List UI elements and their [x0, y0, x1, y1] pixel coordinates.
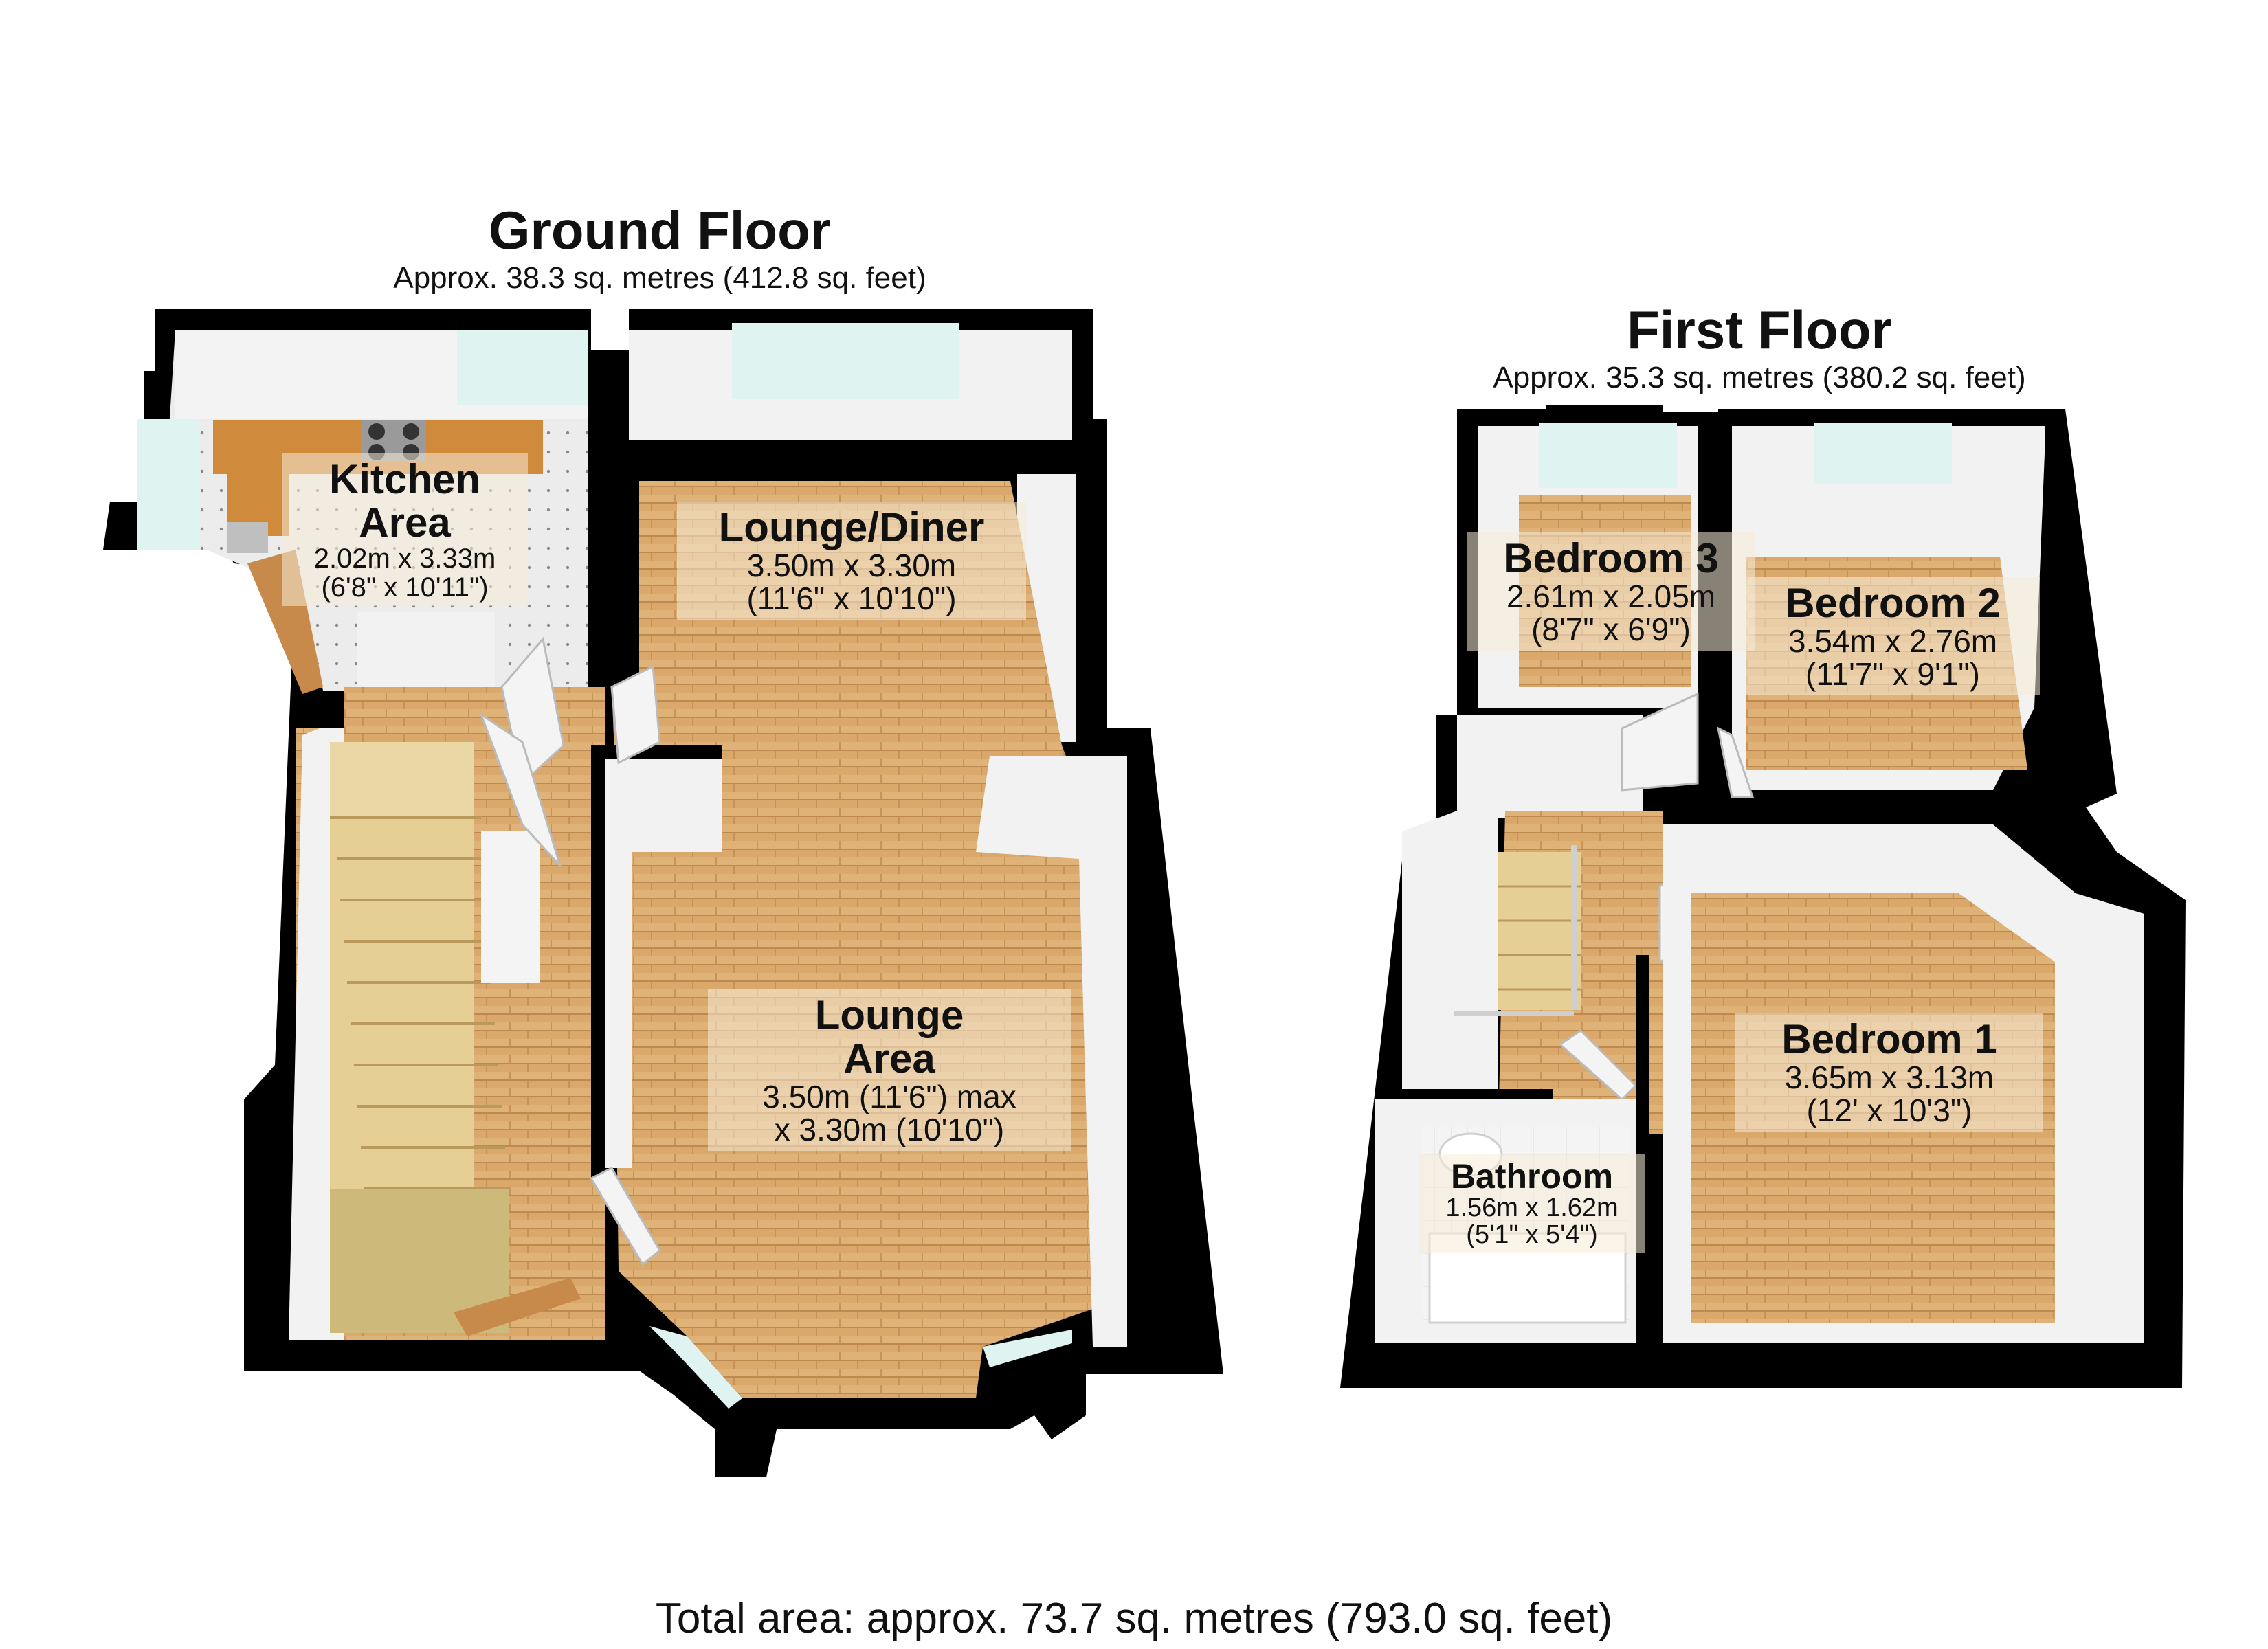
- room-name: Lounge/Diner: [718, 504, 985, 550]
- room-dimensions-metric: 3.54m x 2.76m: [1788, 623, 1998, 659]
- ground-stairs: [330, 742, 509, 1333]
- room-dimensions-line1: 3.50m (11'6") max: [762, 1079, 1016, 1114]
- hob-ring: [368, 423, 385, 440]
- bedroom2-label: Bedroom 2 3.54m x 2.76m (11'7" x 9'1"): [1746, 577, 2040, 695]
- bedroom3-label: Bedroom 3 2.61m x 2.05m (8'7" x 6'9"): [1467, 532, 1755, 651]
- room-name: Bedroom 2: [1785, 580, 2001, 626]
- lounge-bay-glass: [983, 1330, 1072, 1367]
- room-dimensions-imperial: (11'6" x 10'10"): [746, 581, 957, 617]
- room-name: Lounge: [814, 992, 964, 1038]
- room-dimensions-imperial: (6'8" x 10'11"): [321, 572, 489, 603]
- room-dimensions-imperial: (11'7" x 9'1"): [1805, 656, 1980, 693]
- lounge-right-wall: [976, 756, 1127, 1347]
- landing-door: [1621, 692, 1699, 792]
- landing-stairs: [1498, 852, 1581, 1010]
- room-dimensions-imperial: (12' x 10'3"): [1806, 1092, 1972, 1129]
- understairs-cupboard: [357, 612, 495, 687]
- room-dimensions-metric: 3.50m x 3.30m: [746, 548, 957, 583]
- front-door: [454, 1278, 581, 1336]
- ground-floor-plan: [103, 309, 1223, 1477]
- ground-floor-title: Ground Floor: [488, 200, 832, 260]
- room-dimensions-line2: x 3.30m (10'10"): [774, 1112, 1005, 1148]
- room-dimensions-imperial: (5'1" x 5'4"): [1466, 1220, 1598, 1250]
- total-area: Total area: approx. 73.7 sq. metres (793…: [655, 1595, 1613, 1642]
- lounge-diner-label: Lounge/Diner 3.50m x 3.30m (11'6" x 10'1…: [677, 502, 1026, 620]
- kitchen-counter: [213, 420, 543, 536]
- room-name: Bathroom: [1450, 1157, 1614, 1196]
- bedroom1-label: Bedroom 1 3.65m x 3.13m (12' x 10'3"): [1735, 1013, 2043, 1132]
- bedroom1-inner-wall: [1663, 807, 1993, 824]
- kitchen-window: [457, 330, 588, 405]
- lounge-door: [610, 664, 661, 765]
- room-dimensions-imperial: (8'7" x 6'9"): [1531, 612, 1691, 648]
- bay-door: [589, 1167, 661, 1266]
- hall-door-lounge: [478, 712, 562, 867]
- kitchen-door: [247, 550, 323, 694]
- room-dimensions-metric: 2.61m x 2.05m: [1506, 579, 1716, 614]
- room-dimensions-metric: 2.02m x 3.33m: [313, 543, 496, 574]
- bedroom3-window: [1539, 423, 1677, 488]
- room-dimensions-metric: 1.56m x 1.62m: [1445, 1193, 1619, 1222]
- lounge-partition: [598, 756, 722, 1168]
- bathroom-inner-wall: [1402, 1089, 1553, 1099]
- bathroom-label: Bathroom 1.56m x 1.62m (5'1" x 5'4"): [1419, 1154, 1645, 1254]
- hob-ring: [403, 423, 419, 440]
- kitchen-side-window: [137, 419, 199, 550]
- room-name: Area: [359, 500, 451, 546]
- landing-banister: [1454, 845, 1577, 1016]
- hall-cupboard: [481, 831, 540, 983]
- room-dimensions-metric: 3.65m x 3.13m: [1784, 1059, 1994, 1095]
- lounge-floor: [612, 481, 1107, 1398]
- landing-walls: [1402, 715, 1643, 1089]
- lounge-partition-wall: [591, 745, 722, 1178]
- lounge-bay-glass: [649, 1326, 742, 1409]
- landing-door: [1716, 726, 1755, 798]
- landing-stair-lines: [1498, 885, 1581, 991]
- room-name: Bedroom 1: [1781, 1016, 1997, 1062]
- kitchen-label: Kitchen Area 2.02m x 3.33m (6'8" x 10'11…: [282, 453, 528, 606]
- kitchen-sink: [227, 522, 268, 553]
- lounge-area-label: Lounge Area 3.50m (11'6") max x 3.30m (1…: [708, 989, 1071, 1151]
- room-name: Kitchen: [329, 456, 481, 502]
- room-name: Bedroom 3: [1503, 535, 1719, 581]
- ground-floor-area: Approx. 38.3 sq. metres (412.8 sq. feet): [393, 261, 926, 295]
- first-floor-area: Approx. 35.3 sq. metres (380.2 sq. feet): [1493, 361, 2026, 394]
- room-name: Area: [843, 1035, 935, 1081]
- first-floor-title: First Floor: [1627, 300, 1892, 360]
- lounge-diner-window: [732, 323, 959, 399]
- bedroom2-window: [1814, 423, 1952, 484]
